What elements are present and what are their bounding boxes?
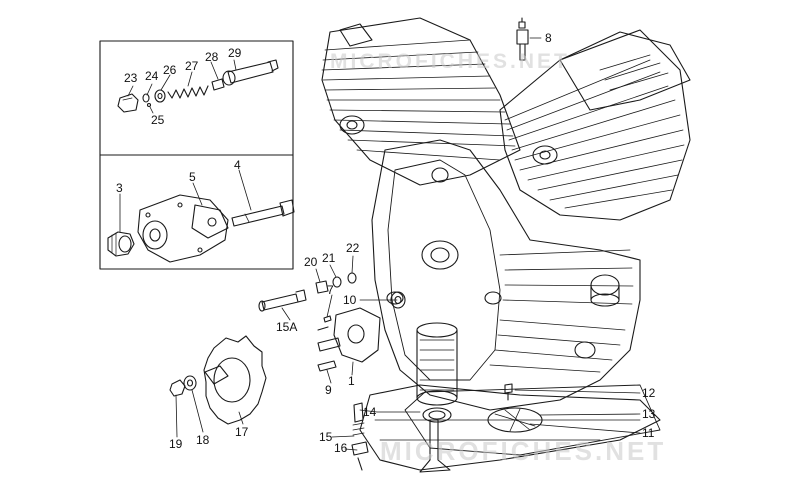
callout-15A: 15A xyxy=(276,320,298,334)
callout-21: 21 xyxy=(322,251,336,265)
callout-14: 14 xyxy=(363,405,377,419)
callout-27: 27 xyxy=(185,59,199,73)
timing-parts xyxy=(169,272,406,425)
callout-26: 26 xyxy=(163,63,177,77)
oil-filter xyxy=(416,322,458,406)
oil-pump-parts xyxy=(107,194,295,263)
callout-4: 4 xyxy=(234,158,241,172)
callout-20: 20 xyxy=(304,255,318,269)
callout-29: 29 xyxy=(228,46,242,60)
watermark-bottom: MICROFICHES.NET xyxy=(380,436,667,466)
callout-15: 15 xyxy=(319,430,333,444)
callout-19: 19 xyxy=(169,437,183,451)
callout-1: 1 xyxy=(348,374,355,388)
callout-25: 25 xyxy=(151,113,165,127)
callout-12: 12 xyxy=(642,386,656,400)
callout-24: 24 xyxy=(145,69,159,83)
sump-fittings xyxy=(351,383,513,473)
callout-10: 10 xyxy=(343,293,357,307)
leader-lines xyxy=(119,37,641,451)
callout-16: 16 xyxy=(334,441,348,455)
callout-7: 7 xyxy=(327,283,334,297)
callout-5: 5 xyxy=(189,170,196,184)
callout-8: 8 xyxy=(545,31,552,45)
callout-3: 3 xyxy=(116,181,123,195)
engine-block xyxy=(321,17,691,471)
callout-17: 17 xyxy=(235,425,249,439)
callout-13: 13 xyxy=(642,407,656,421)
callout-23: 23 xyxy=(124,71,138,85)
callout-18: 18 xyxy=(196,433,210,447)
watermark-top: MICROFICHES.NET xyxy=(330,50,570,73)
callout-22: 22 xyxy=(346,241,360,255)
callout-11: 11 xyxy=(642,426,655,440)
sensor-part-8 xyxy=(516,17,529,61)
callout-9: 9 xyxy=(325,383,332,397)
relief-valve-parts xyxy=(117,59,279,113)
callout-28: 28 xyxy=(205,50,219,64)
